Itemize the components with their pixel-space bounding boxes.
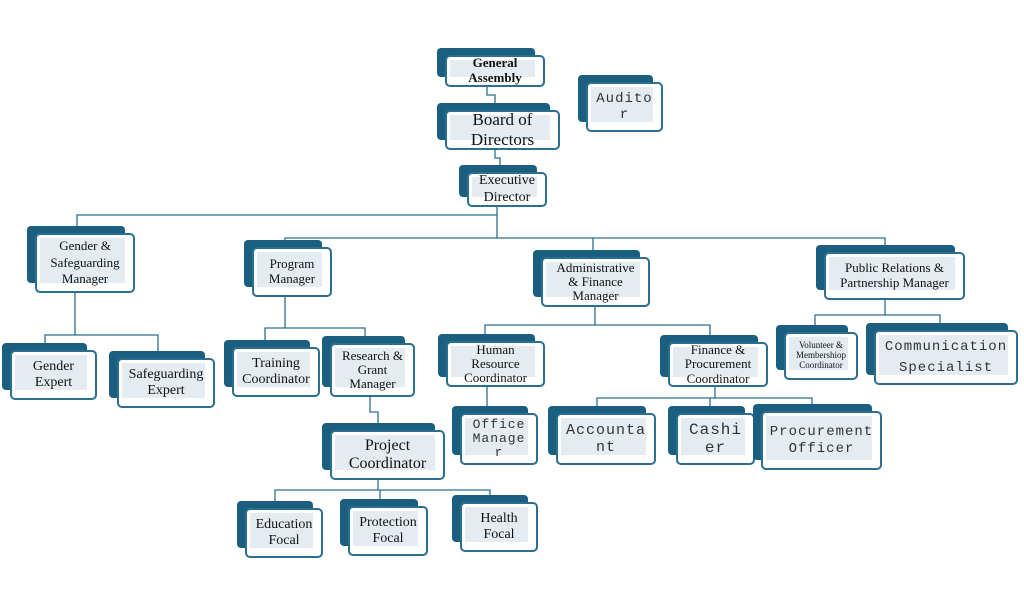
node-label: Gender Expert	[32, 358, 75, 390]
node-general-assembly: General Assembly	[437, 48, 545, 87]
node-finance-procurement-coordinator: Finance & Procurement Coordinator	[660, 335, 768, 387]
node-education-focal: Education Focal	[237, 501, 323, 558]
node-executive-director: Executive Director	[459, 165, 547, 207]
node-board-of-directors: Board of Directors	[437, 103, 560, 150]
connector	[486, 87, 496, 110]
node-label: Cashi er	[688, 420, 742, 457]
node-label: Board of Directors	[470, 110, 535, 149]
node-label: Protection Focal	[359, 514, 417, 546]
connector	[44, 334, 159, 358]
node-admin-finance-manager: Administrative & Finance Manager	[533, 250, 650, 307]
node-label: Education Focal	[255, 516, 313, 548]
node-label: Accounta nt	[565, 421, 646, 456]
connector	[369, 397, 379, 430]
connector	[76, 214, 497, 226]
node-procurement-officer: Procurement Officer	[753, 404, 882, 470]
node-label: Audito r	[596, 90, 653, 123]
node-accountant: Accounta nt	[548, 406, 656, 465]
node-volunteer-membership-coordinator: Volunteer & Membershiop Coordinator	[776, 325, 858, 380]
node-label: Human Resource Coordinator	[464, 341, 527, 386]
node-label: Health Focal	[480, 510, 518, 542]
node-pr-partnership-manager: Public Relations & Partnership Manager	[816, 245, 965, 300]
node-label: Finance & Procurement Coordinator	[684, 342, 752, 386]
node-safeguarding-expert: Safeguarding Expert	[109, 351, 215, 408]
node-project-coordinator: Project Coordinator	[322, 423, 445, 480]
node-label: Project Coordinator	[348, 436, 427, 472]
node-auditor: Audito r	[578, 75, 663, 132]
node-label: General Assembly	[468, 55, 522, 85]
connector	[484, 324, 711, 342]
node-gender-safeguarding-manager: Gender & Safeguarding Manager	[27, 226, 135, 293]
node-label: Office Manage r	[472, 416, 526, 461]
node-office-manager: Office Manage r	[452, 406, 538, 465]
node-research-grant-manager: Research & Grant Manager	[322, 336, 415, 397]
node-label: Program Manager	[268, 256, 316, 286]
node-communication-specialist: Communication Specialist	[866, 323, 1018, 385]
node-gender-expert: Gender Expert	[2, 343, 97, 400]
node-label: Administrative & Finance Manager	[556, 259, 635, 304]
node-label: Volunteer & Membershiop Coordinator	[796, 340, 846, 370]
node-label: Executive Director	[479, 173, 535, 205]
node-label: Communication Specialist	[884, 338, 1008, 376]
node-health-focal: Health Focal	[452, 495, 538, 552]
node-protection-focal: Protection Focal	[340, 499, 428, 556]
node-cashier: Cashi er	[668, 406, 755, 465]
node-label: Training Coordinator	[242, 355, 310, 387]
node-hr-coordinator: Human Resource Coordinator	[438, 334, 545, 387]
connector	[814, 314, 941, 332]
node-label: Safeguarding Expert	[128, 366, 204, 398]
connector	[264, 327, 366, 347]
node-label: Research & Grant Manager	[341, 347, 403, 392]
node-label: Gender & Safeguarding Manager	[50, 237, 120, 287]
node-training-coordinator: Training Coordinator	[224, 340, 320, 397]
node-label: Procurement Officer	[769, 424, 874, 457]
node-label: Public Relations & Partnership Manager	[840, 260, 949, 290]
node-program-manager: Program Manager	[244, 240, 332, 297]
